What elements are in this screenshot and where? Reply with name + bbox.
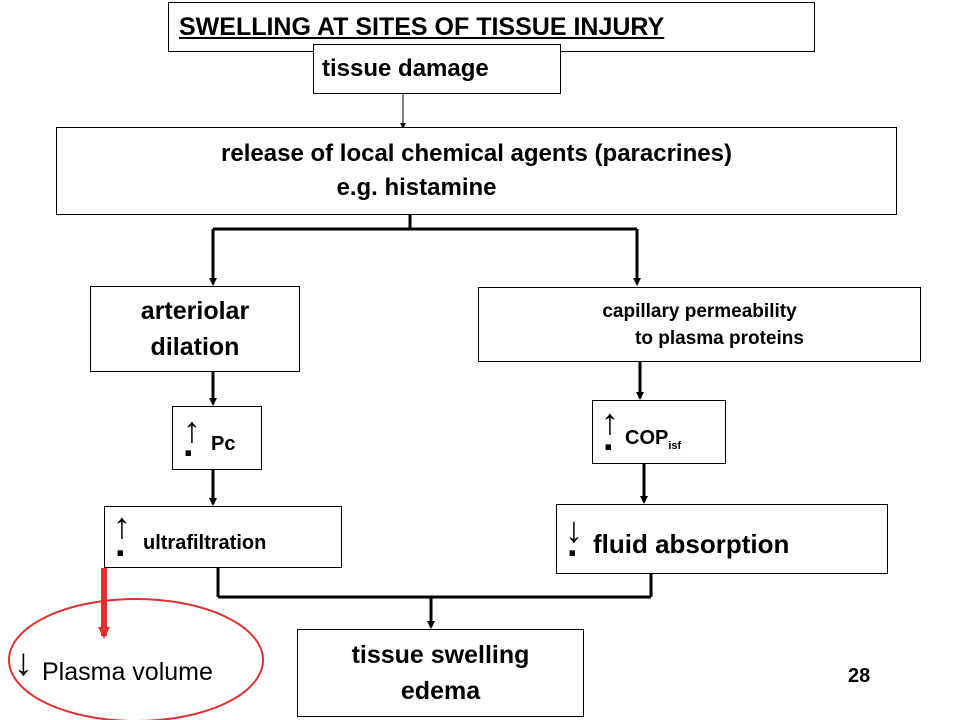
dot-marker: . — [603, 417, 614, 459]
node-release: release of local chemical agents (paracr… — [56, 127, 897, 215]
node-fluid-absorption: ↓ . fluid absorption — [556, 504, 888, 574]
plasma-volume-highlight — [8, 598, 264, 720]
release-label-line1: release of local chemical agents (paracr… — [221, 140, 732, 167]
node-capillary-permeability: capillary permeability to plasma protein… — [478, 287, 921, 362]
up-arrow-icon: ↑ — [601, 401, 619, 442]
capillary-label-line2: to plasma proteins — [635, 327, 804, 349]
node-tissue-swelling: tissue swelling edema — [297, 629, 584, 717]
tissue-damage-label: tissue damage — [322, 55, 489, 82]
cop-label: COPisf — [625, 427, 681, 452]
up-arrow-icon: ↑ — [183, 409, 201, 450]
cop-text: COP — [625, 427, 669, 449]
dot-marker: . — [567, 523, 578, 565]
ultrafiltration-label: ultrafiltration — [143, 532, 267, 554]
release-label-line2: e.g. histamine — [336, 174, 497, 201]
dot-marker: . — [115, 523, 126, 565]
down-arrow-icon: ↓ — [565, 509, 583, 550]
node-tissue-damage: tissue damage — [313, 44, 561, 94]
swelling-label-line2: edema — [400, 677, 481, 705]
cop-subscript: isf — [668, 440, 682, 452]
node-cop-isf: ↑ . COPisf — [592, 400, 726, 464]
arteriolar-label-line2: dilation — [150, 333, 240, 361]
page-number: 28 — [848, 665, 871, 687]
title-box: SWELLING AT SITES OF TISSUE INJURY — [168, 2, 815, 52]
page-title: SWELLING AT SITES OF TISSUE INJURY — [179, 12, 665, 41]
swelling-label-line1: tissue swelling — [351, 641, 530, 669]
capillary-label-line1: capillary permeability — [602, 300, 797, 322]
down-arrow-icon: ↓ — [14, 642, 33, 684]
up-arrow-icon: ↑ — [113, 505, 131, 546]
node-ultrafiltration: ↑ . ultrafiltration — [104, 505, 342, 568]
dot-marker: . — [183, 423, 194, 465]
plasma-volume-label: Plasma volume — [42, 658, 213, 686]
node-pc: ↑ . Pc — [172, 406, 262, 470]
node-arteriolar-dilation: arteriolar dilation — [90, 286, 300, 372]
arteriolar-label-line1: arteriolar — [140, 297, 250, 325]
pc-label: Pc — [211, 433, 236, 455]
fluid-absorption-label: fluid absorption — [593, 529, 790, 559]
